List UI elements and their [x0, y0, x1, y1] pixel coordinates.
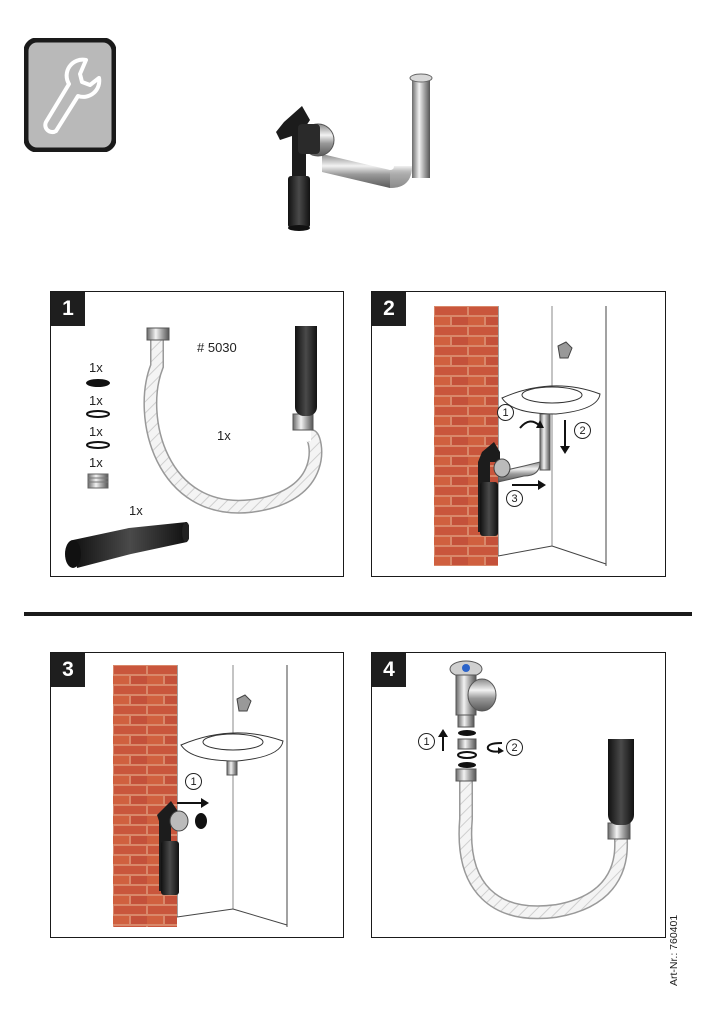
- part-qty: 1x: [89, 360, 103, 375]
- threaded-adapter-icon: [84, 472, 112, 490]
- wrench-icon: [24, 38, 116, 152]
- arrow-up-icon: [437, 729, 449, 753]
- o-ring-icon: [84, 409, 112, 419]
- hose-qty: 1x: [217, 428, 231, 443]
- step-1-panel: 1 1x 1x 1x 1x # 5030 1x 1x: [50, 291, 344, 577]
- part-qty: 1x: [89, 424, 103, 439]
- arrow-down-icon: [558, 420, 572, 456]
- step-4-panel: 4 1 2: [371, 652, 666, 938]
- section-divider: [24, 612, 692, 616]
- drain-hose-image: [141, 326, 331, 526]
- siphon-product-image: [262, 66, 452, 234]
- black-seal-ring-icon: [84, 378, 112, 388]
- callout-1: 1: [497, 404, 514, 421]
- callout-2: 2: [574, 422, 591, 439]
- callout-3: 3: [506, 490, 523, 507]
- plug-qty: 1x: [129, 503, 143, 518]
- room-corner: [498, 306, 608, 566]
- drain-hose-image: [446, 739, 646, 929]
- hose-article-number: # 5030: [197, 340, 237, 355]
- step-number: 4: [372, 653, 406, 687]
- drain-plug-image: [59, 506, 189, 570]
- step-number: 2: [372, 292, 406, 326]
- water-tap-image: [442, 659, 502, 731]
- arrow-rotate-icon: [516, 416, 546, 436]
- step-2-panel: 1 2 3: [371, 291, 666, 577]
- siphon-body: [472, 442, 512, 542]
- article-number: Art-Nr.: 760401: [668, 914, 680, 986]
- arrow-rotate-icon: [484, 739, 506, 755]
- seal-rings: [452, 727, 482, 777]
- o-ring-icon: [84, 440, 112, 450]
- callout-1: 1: [185, 773, 202, 790]
- callout-1: 1: [418, 733, 435, 750]
- step-number: 1: [51, 292, 85, 326]
- step-3-panel: 3 1: [50, 652, 344, 938]
- room-corner: [177, 665, 291, 927]
- step-number: 3: [51, 653, 85, 687]
- arrow-right-icon: [177, 796, 213, 810]
- part-qty: 1x: [89, 393, 103, 408]
- part-qty: 1x: [89, 455, 103, 470]
- siphon-body: [151, 795, 211, 899]
- arrow-right-icon: [512, 478, 548, 492]
- callout-2: 2: [506, 739, 523, 756]
